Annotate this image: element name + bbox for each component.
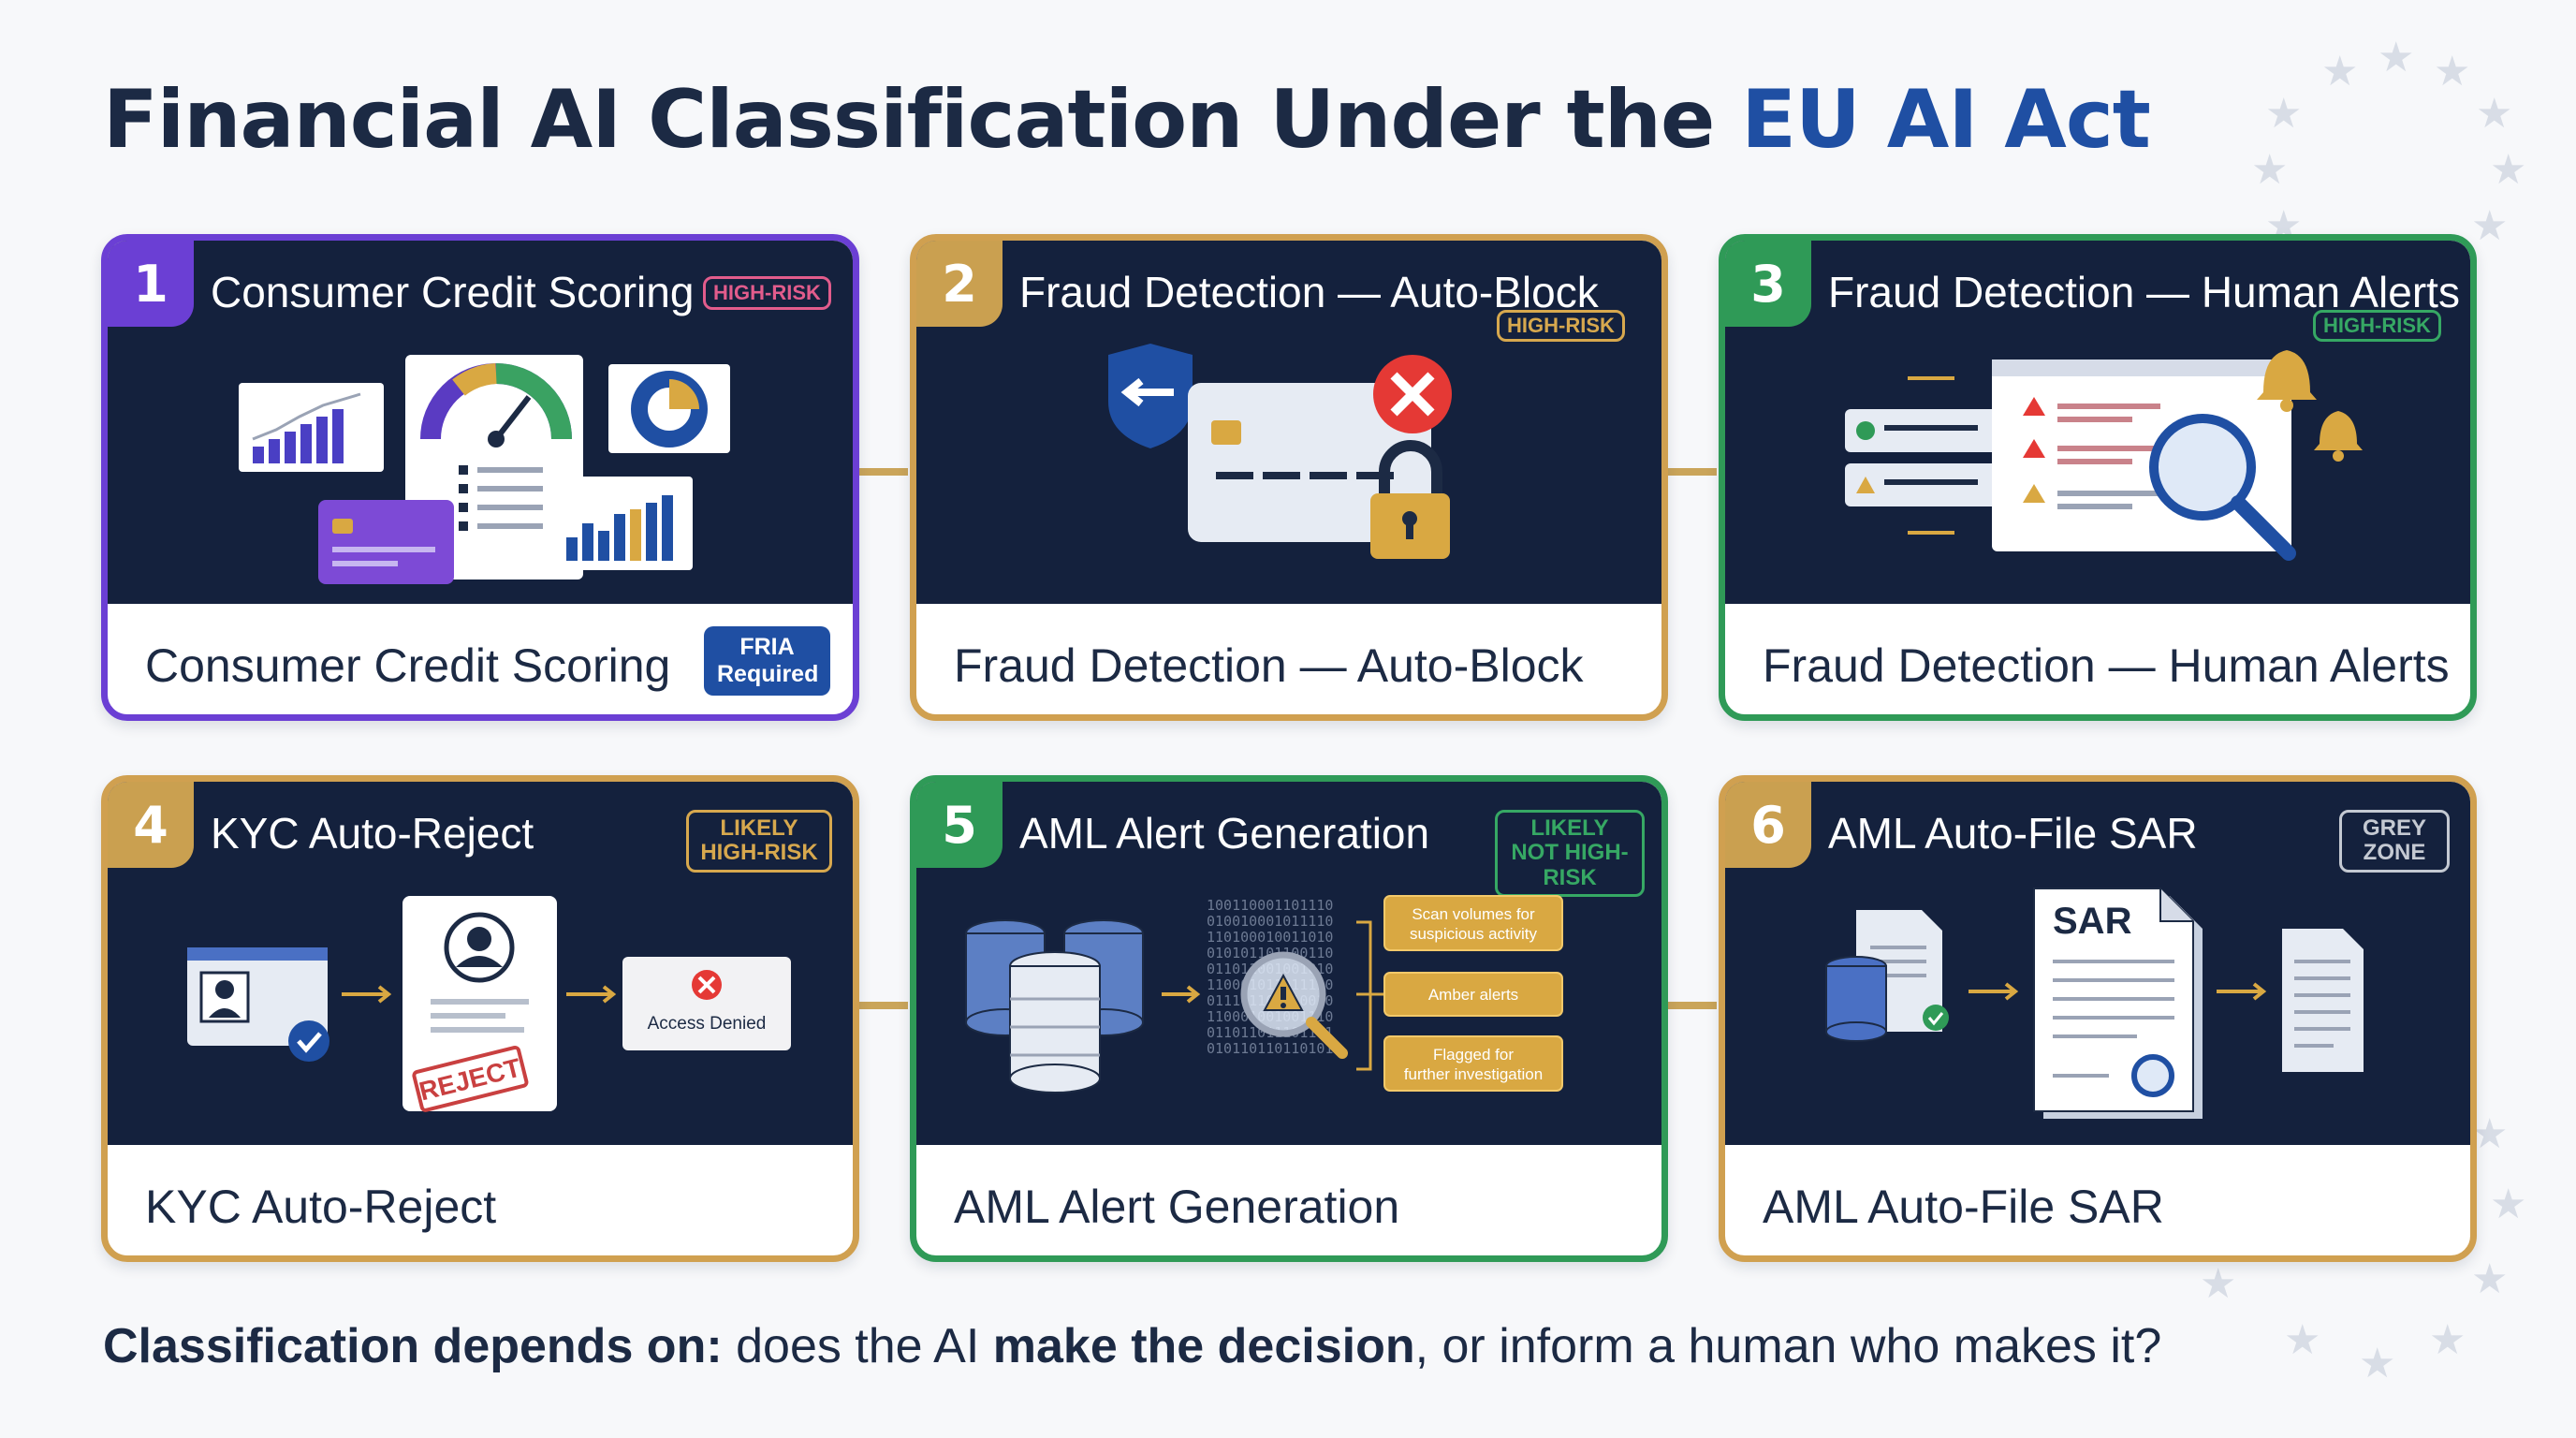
card-number: 4 (108, 782, 194, 868)
card-footer-label: Consumer Credit Scoring (145, 639, 671, 692)
card-heading: Consumer Credit Scoring (211, 268, 695, 316)
human-alerts-illustration-icon (1845, 350, 2363, 561)
card-number: 5 (916, 782, 1003, 868)
aml-alert-illustration-icon: 100110001101110 010010001011110 11010001… (965, 895, 1563, 1093)
sar-document-title: SAR (2053, 901, 2132, 942)
step-scan-2: suspicious activity (1410, 925, 1538, 943)
card-footer-label: Fraud Detection — Auto-Block (954, 639, 1584, 692)
auto-block-illustration-icon (1108, 344, 1452, 559)
caption-lead: Classification depends on: (103, 1319, 723, 1373)
card-aml-auto-file-sar: 6 AML Auto-File SAR GREY ZONE SAR AML Au… (1719, 775, 2477, 1262)
connector-4-5 (859, 1002, 908, 1009)
risk-badge: HIGH-RISK (703, 276, 831, 311)
caption-strong: make the decision (992, 1319, 1415, 1373)
caption-tail: , or inform a human who makes it? (1414, 1319, 2162, 1373)
caption-mid: does the AI (722, 1319, 993, 1373)
card-number: 3 (1725, 241, 1811, 327)
card-footer-label: KYC Auto-Reject (145, 1181, 497, 1233)
card-fraud-detection-auto-block: 2 Fraud Detection — Auto-Block HIGH-RISK… (910, 234, 1668, 721)
card-heading: Fraud Detection — Human Alerts (1828, 268, 2460, 316)
card-number: 1 (108, 241, 194, 327)
card-heading: AML Alert Generation (1019, 809, 1430, 858)
connector-1-2 (859, 468, 908, 476)
svg-text:100110001101110: 100110001101110 (1207, 897, 1333, 914)
title-main: Financial AI Classification Under the (103, 73, 1742, 167)
page-title: Financial AI Classification Under the EU… (103, 73, 2151, 167)
access-denied-label: Access Denied (648, 1014, 767, 1034)
svg-text:110100010011010: 110100010011010 (1207, 929, 1333, 946)
card-heading: AML Auto-File SAR (1828, 809, 2198, 858)
card-number: 2 (916, 241, 1003, 327)
sar-filing-illustration-icon: SAR (1825, 888, 2364, 1119)
connector-5-6 (1668, 1002, 1717, 1009)
card-footer-label: AML Alert Generation (954, 1181, 1400, 1233)
card-heading: KYC Auto-Reject (211, 809, 534, 858)
card-aml-alert-generation: 5 AML Alert Generation LIKELY NOT HIGH-R… (910, 775, 1668, 1262)
risk-badge: LIKELY HIGH-RISK (686, 810, 832, 873)
risk-badge: GREY ZONE (2339, 810, 2450, 873)
card-kyc-auto-reject: 4 KYC Auto-Reject LIKELY HIGH-RISK REJEC… (101, 775, 859, 1262)
step-amber: Amber alerts (1428, 986, 1518, 1004)
step-scan: Scan volumes for (1412, 905, 1535, 923)
classification-caption: Classification depends on: does the AI m… (103, 1318, 2161, 1374)
fria-required-badge: FRIA Required (704, 626, 830, 696)
step-flagged: Flagged for (1433, 1046, 1514, 1064)
credit-scoring-illustration-icon (239, 355, 730, 584)
card-number: 6 (1725, 782, 1811, 868)
risk-badge: HIGH-RISK (2313, 310, 2441, 343)
card-consumer-credit-scoring: 1 Consumer Credit Scoring HIGH-RISK Cons… (101, 234, 859, 721)
card-heading: Fraud Detection — Auto-Block (1019, 268, 1599, 316)
title-accent: EU AI Act (1741, 73, 2151, 167)
step-flagged-2: further investigation (1404, 1065, 1543, 1083)
card-fraud-detection-human-alerts: 3 Fraud Detection — Human Alerts HIGH-RI… (1719, 234, 2477, 721)
risk-badge: LIKELY NOT HIGH-RISK (1495, 810, 1645, 898)
card-footer-label: AML Auto-File SAR (1763, 1181, 2164, 1233)
risk-badge: HIGH-RISK (1497, 310, 1625, 343)
connector-2-3 (1668, 468, 1717, 476)
svg-text:010010001011110: 010010001011110 (1207, 913, 1333, 930)
svg-text:010110110110101: 010110110110101 (1207, 1040, 1333, 1057)
kyc-reject-illustration-icon: REJECT Access Denied (187, 896, 791, 1112)
card-footer-label: Fraud Detection — Human Alerts (1763, 639, 2450, 692)
